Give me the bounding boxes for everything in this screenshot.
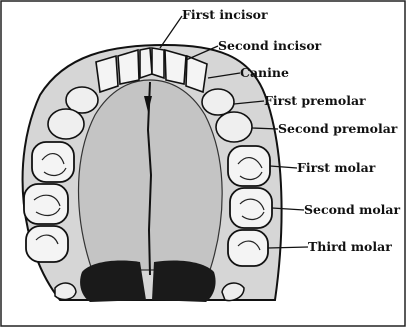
label-canine: Canine (240, 66, 289, 80)
tooth-left-second-incisor (165, 50, 186, 84)
tooth-right-second-incisor (118, 50, 139, 84)
label-first-molar: First molar (297, 161, 375, 175)
pterygoid-process (55, 283, 76, 299)
label-first-premolar: First premolar (264, 94, 366, 108)
tooth-right-third-molar (26, 226, 68, 262)
posterior-nasal-aperture (152, 260, 216, 302)
tooth-left-third-molar (228, 230, 268, 266)
tooth-left-first-premolar (202, 89, 234, 115)
label-second-molar: Second molar (304, 203, 400, 217)
tooth-right-first-incisor (140, 48, 152, 78)
label-second-incisor: Second incisor (218, 39, 321, 53)
label-third-molar: Third molar (308, 240, 392, 254)
label-second-premolar: Second premolar (278, 122, 397, 136)
tooth-left-second-molar (230, 188, 272, 228)
label-first-incisor: First incisor (182, 8, 268, 22)
tooth-right-second-molar (24, 184, 68, 224)
tooth-left-first-incisor (152, 48, 164, 78)
tooth-left-second-premolar (216, 112, 252, 142)
tooth-right-second-premolar (48, 109, 84, 139)
posterior-nasal-aperture (80, 260, 146, 302)
tooth-right-canine (96, 56, 118, 92)
